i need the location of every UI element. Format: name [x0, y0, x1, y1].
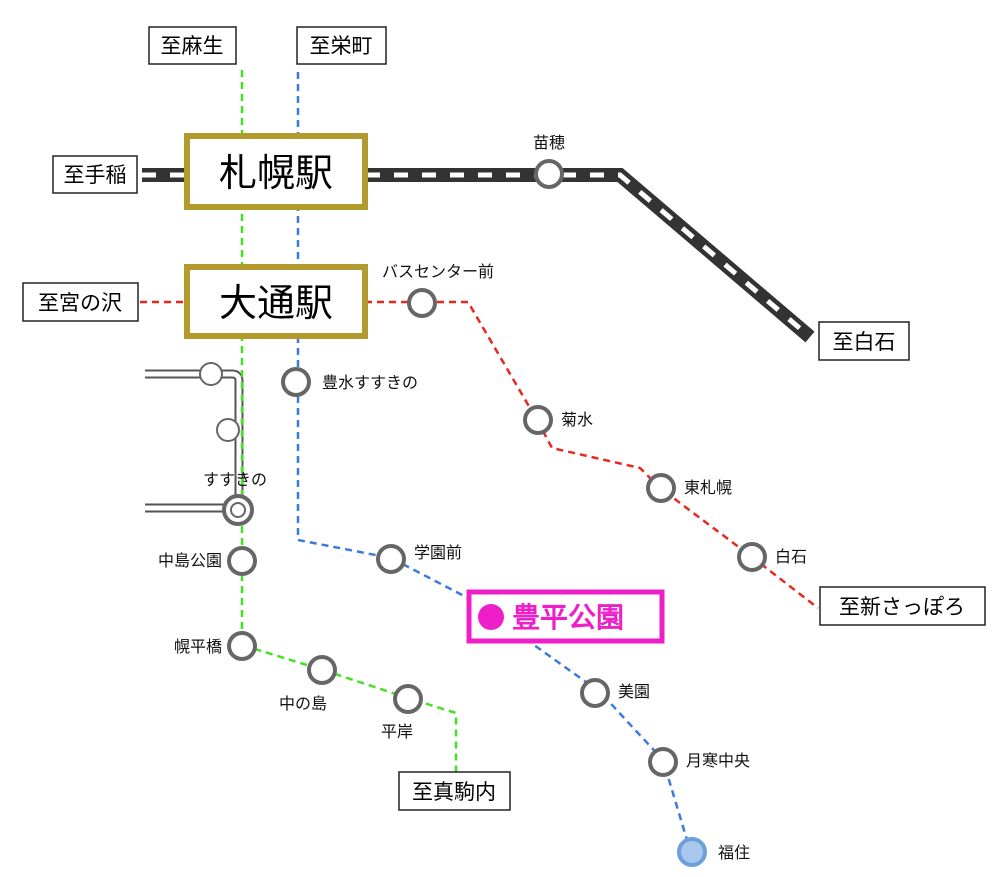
station-label-nakajima-koen: 中島公園: [158, 551, 222, 570]
station-label-gakuen-mae: 学園前: [414, 543, 462, 562]
station-marker-higashi-sapporo: [646, 473, 676, 503]
station-marker-hosui-susukino: [281, 367, 311, 397]
station-marker-gakuen-mae: [376, 544, 406, 574]
direction-label-makomanai: 至真駒内: [398, 771, 511, 811]
station-marker-bus-center-mae: [407, 288, 437, 318]
station-marker-tsukisamu-chuo: [648, 747, 678, 777]
svg-text:至真駒内: 至真駒内: [412, 780, 496, 804]
streetcar-stop-1: [199, 362, 223, 386]
station-label-fukuzumi: 福住: [718, 843, 750, 862]
major-station-sapporo: 札幌駅: [184, 133, 368, 210]
station-marker-nakanoshima: [307, 655, 337, 685]
station-marker-nakajima-koen: [227, 546, 257, 576]
station-label-bus-center-mae: バスセンター前: [382, 262, 494, 281]
streetcar-stop-2: [216, 418, 240, 442]
namboku-line: [240, 70, 458, 772]
station-marker-naeho: [534, 159, 564, 189]
station-label-kikusui: 菊水: [561, 410, 593, 429]
svg-text:豊平公園: 豊平公園: [512, 601, 624, 634]
direction-label-teine: 至手稲: [52, 155, 138, 194]
svg-text:至白石: 至白石: [833, 330, 896, 354]
svg-text:至手稲: 至手稲: [64, 163, 127, 187]
station-marker-hiragishi: [393, 684, 423, 714]
direction-label-shiroishi: 至白石: [818, 321, 910, 361]
station-label-naeho: 苗穂: [533, 133, 565, 152]
station-label-bien: 美園: [618, 682, 650, 701]
station-marker-kikusui: [523, 405, 553, 435]
station-marker-bien: [580, 678, 610, 708]
station-marker-fukuzumi: [677, 837, 707, 867]
station-label-susukino: すすきの: [203, 470, 267, 489]
highlight-station-marker: [478, 604, 504, 630]
direction-label-asabu: 至麻生: [148, 26, 237, 65]
station-label-hiragishi: 平岸: [381, 722, 413, 741]
svg-text:至栄町: 至栄町: [310, 34, 373, 58]
svg-text:札幌駅: 札幌駅: [219, 151, 333, 195]
highlight-station-toyohira-koen: 豊平公園: [466, 589, 665, 644]
station-label-horohira-bashi: 幌平橋: [174, 637, 222, 656]
station-label-higashi-sapporo: 東札幌: [684, 478, 732, 497]
streetcar-line: [145, 369, 244, 513]
station-marker-horohira-bashi: [227, 631, 257, 661]
station-label-hosui-susukino: 豊水すすきの: [322, 373, 418, 392]
station-label-shiroishi: 白石: [775, 547, 807, 566]
station-marker-shiroishi: [737, 542, 767, 572]
svg-text:至麻生: 至麻生: [161, 34, 224, 58]
direction-label-miyanosawa: 至宮の沢: [22, 282, 139, 322]
station-marker-susukino: [222, 494, 254, 526]
direction-label-sakaemachi: 至栄町: [296, 26, 387, 65]
svg-text:至宮の沢: 至宮の沢: [38, 291, 122, 315]
svg-text:至新さっぽろ: 至新さっぽろ: [839, 595, 965, 619]
major-station-odori: 大通駅: [184, 264, 368, 339]
station-label-tsukisamu-chuo: 月寒中央: [686, 751, 750, 770]
station-label-nakanoshima: 中の島: [279, 694, 327, 713]
direction-label-shin-sapporo: 至新さっぽろ: [819, 586, 986, 626]
tozai-line: [140, 300, 819, 609]
svg-text:大通駅: 大通駅: [219, 281, 333, 325]
